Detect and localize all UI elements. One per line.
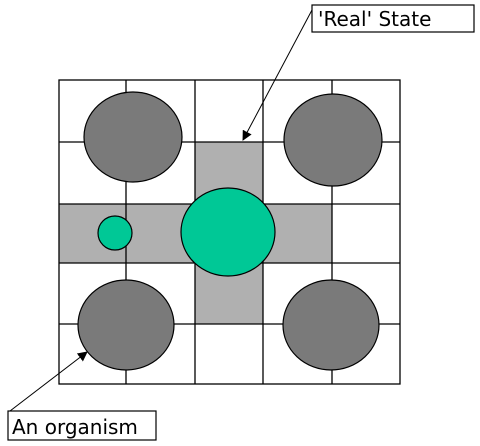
real-state-callout: 'Real' State — [242, 4, 475, 141]
organism-circle — [283, 93, 383, 187]
unshaded-cell — [332, 204, 400, 263]
organism-circle — [77, 279, 175, 371]
organism-circle — [282, 279, 380, 371]
real-state-label: 'Real' State — [318, 7, 431, 31]
organism-callout: An organism — [7, 351, 157, 441]
real-state-label-box — [311, 4, 475, 33]
organism-pointer — [9, 351, 88, 412]
real-state-circles — [97, 187, 276, 277]
organisms — [77, 91, 383, 371]
organism-label: An organism — [12, 415, 138, 439]
organism-circle — [83, 91, 183, 183]
grid-border — [58, 79, 401, 385]
real-state-pointer — [242, 9, 313, 141]
organism-label-box — [7, 410, 157, 441]
real-state-circle-large — [180, 187, 276, 277]
real-state-circle-small — [97, 215, 133, 251]
